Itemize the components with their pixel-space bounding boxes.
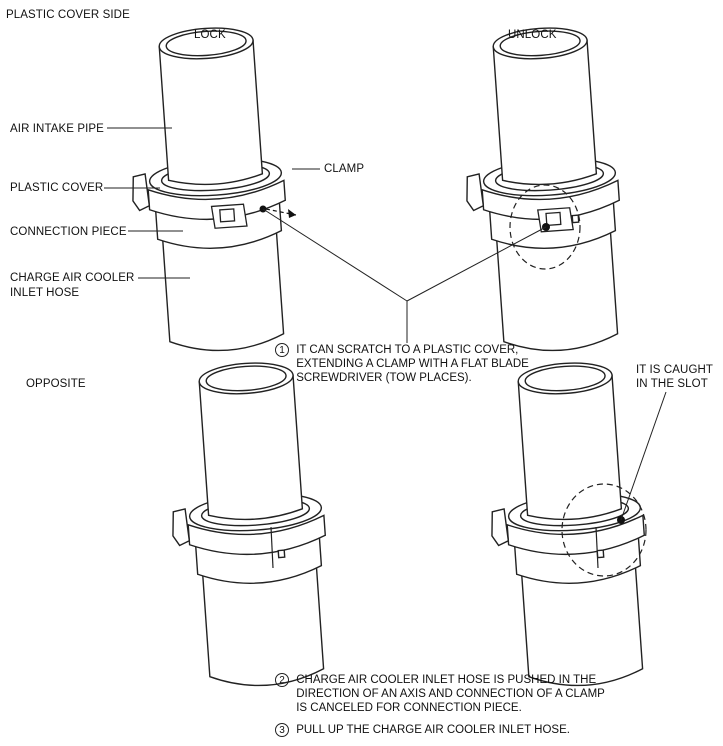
label-lock: LOCK: [194, 29, 226, 41]
step-2-line-1: CHARGE AIR COOLER INLET HOSE IS PUSHED I…: [296, 674, 597, 686]
label-clamp: CLAMP: [324, 163, 365, 175]
unlock-detail-circle: [509, 184, 581, 270]
label-charge-air-cooler-line1: CHARGE AIR COOLER: [10, 272, 135, 284]
step-1-line-2: EXTENDING A CLAMP WITH A FLAT BLADE: [296, 358, 529, 370]
step-2-line-2: DIRECTION OF AN AXIS AND CONNECTION OF A…: [296, 688, 605, 700]
label-plastic-cover: PLASTIC COVER: [10, 182, 104, 194]
leader-lines: [104, 127, 667, 521]
unlock-assembly: [454, 23, 631, 357]
opposite-assembly: [160, 358, 337, 692]
opposite-seam-line: [270, 526, 274, 569]
label-unlock: UNLOCK: [508, 29, 557, 41]
step-1-line-1: IT CAN SCRATCH TO A PLASTIC COVER,: [296, 344, 519, 356]
step-1: 1 IT CAN SCRATCH TO A PLASTIC COVER, EXT…: [275, 343, 529, 385]
label-caught-line2: IN THE SLOT: [636, 378, 708, 390]
step-3: 3 PULL UP THE CHARGE AIR COOLER INLET HO…: [275, 723, 570, 737]
step-1-line-3: SCREWDRIVER (TOW PLACES).: [296, 372, 472, 384]
lock-arrow: [265, 208, 297, 216]
step-2: 2 CHARGE AIR COOLER INLET HOSE IS PUSHED…: [275, 673, 605, 715]
label-connection-piece: CONNECTION PIECE: [10, 226, 127, 238]
caught-seam-line: [595, 526, 599, 569]
section-title-plastic-cover-side: PLASTIC COVER SIDE: [6, 9, 130, 21]
step-3-number: 3: [275, 723, 289, 737]
step-2-line-3: IS CANCELED FOR CONNECTION PIECE.: [296, 702, 522, 714]
label-air-intake-pipe: AIR INTAKE PIPE: [10, 123, 104, 135]
lock-assembly: [120, 23, 297, 357]
label-charge-air-cooler-line2: INLET HOSE: [10, 287, 80, 299]
step-3-line-1: PULL UP THE CHARGE AIR COOLER INLET HOSE…: [296, 724, 570, 736]
step-1-number: 1: [275, 343, 289, 357]
step-2-number: 2: [275, 673, 289, 687]
label-caught-line1: IT IS CAUGHT: [636, 364, 714, 376]
section-title-opposite: OPPOSITE: [26, 378, 86, 390]
caught-assembly: [479, 358, 656, 692]
caught-detail-circle: [561, 483, 647, 577]
